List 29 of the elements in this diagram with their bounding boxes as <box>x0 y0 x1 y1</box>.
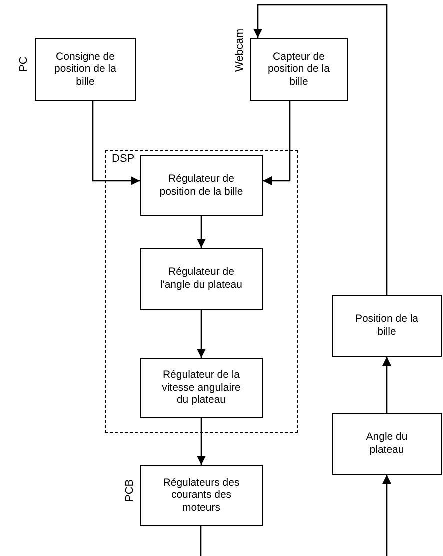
arrow <box>197 216 206 248</box>
side-label: PCB <box>124 479 136 502</box>
arrow <box>92 101 140 186</box>
arrow <box>197 418 206 465</box>
side-label: PC <box>18 56 30 72</box>
process-box <box>35 38 136 101</box>
side-label: Webcam <box>234 28 246 72</box>
box-label: Consigne de position de la bille <box>54 50 118 88</box>
box-label: Capteur de position de la bille <box>267 50 331 88</box>
arrow <box>263 101 291 186</box>
arrow <box>254 4 388 295</box>
process-box <box>332 295 442 357</box>
box-label: Angle du plateau <box>365 431 409 457</box>
arrow <box>197 310 206 358</box>
box-label: Régulateur de position de la bille <box>158 172 244 198</box>
box-label: Position de la bille <box>354 313 420 339</box>
process-box <box>332 413 442 475</box>
process-box <box>140 248 263 310</box>
process-box <box>140 358 263 418</box>
process-box <box>140 155 263 216</box>
group-label: DSP <box>112 153 135 165</box>
arrow <box>382 475 392 556</box>
box-label: Régulateur de l'angle du plateau <box>160 266 244 292</box>
box-label: Régulateurs des courants des moteurs <box>162 476 241 514</box>
dashed-group-box <box>105 150 298 433</box>
process-box <box>250 38 348 101</box>
arrow <box>382 357 392 413</box>
process-box <box>140 465 263 526</box>
box-label: Régulateur de la vitesse angulaire du plateau <box>161 369 242 407</box>
